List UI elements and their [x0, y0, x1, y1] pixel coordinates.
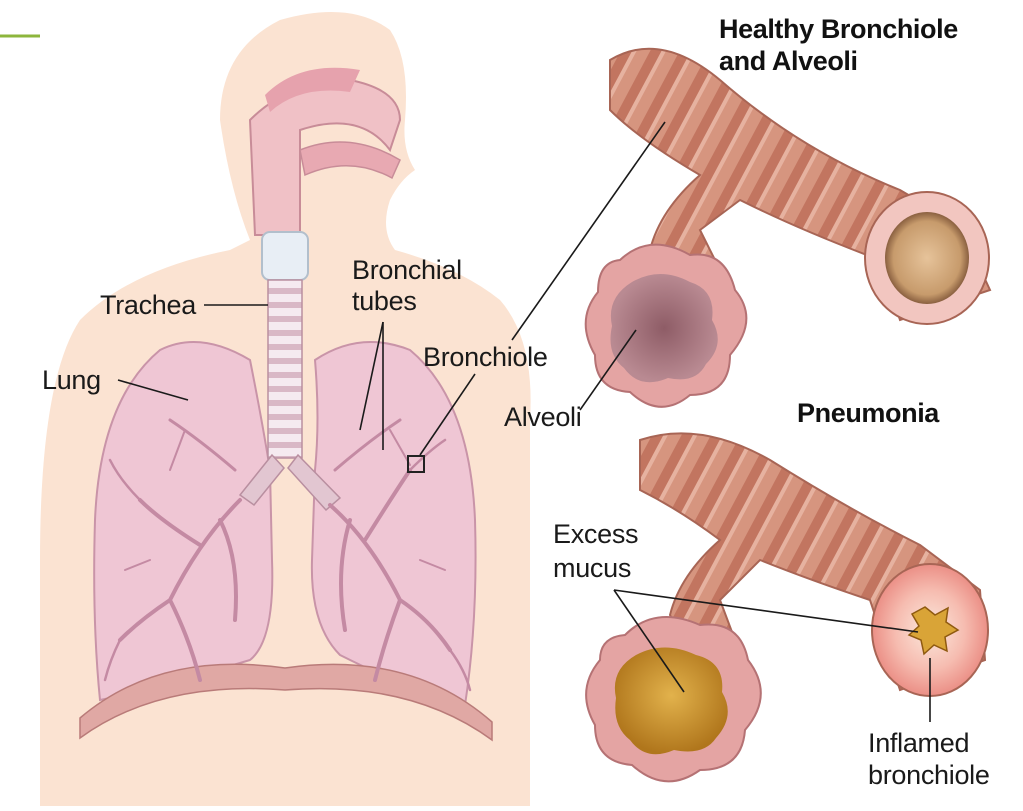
bronchial-tubes-label-line2: tubes [352, 286, 417, 316]
healthy-title-line1: Healthy Bronchiole [719, 14, 958, 44]
bronchial-tubes-label-line1: Bronchial [352, 255, 462, 285]
healthy-alveoli-interior [611, 274, 718, 382]
alveoli-label: Alveoli [504, 402, 581, 432]
mucus-filled-alveoli [615, 648, 728, 755]
healthy-bronchiole-lumen [885, 212, 969, 304]
lung-label: Lung [42, 365, 101, 395]
healthy-title-line2: and Alveoli [719, 46, 858, 76]
excess-mucus-label-line1: Excess [553, 519, 638, 549]
bronchiole-label: Bronchiole [423, 342, 548, 372]
pneumonia-title: Pneumonia [797, 398, 939, 428]
larynx [262, 232, 308, 280]
inflamed-bronchiole-label-line2: bronchiole [868, 760, 990, 790]
trachea-tube [268, 280, 302, 458]
inflamed-bronchiole-label-line1: Inflamed [868, 728, 969, 758]
excess-mucus-label-line2: mucus [553, 553, 631, 583]
trachea-label: Trachea [100, 290, 196, 320]
